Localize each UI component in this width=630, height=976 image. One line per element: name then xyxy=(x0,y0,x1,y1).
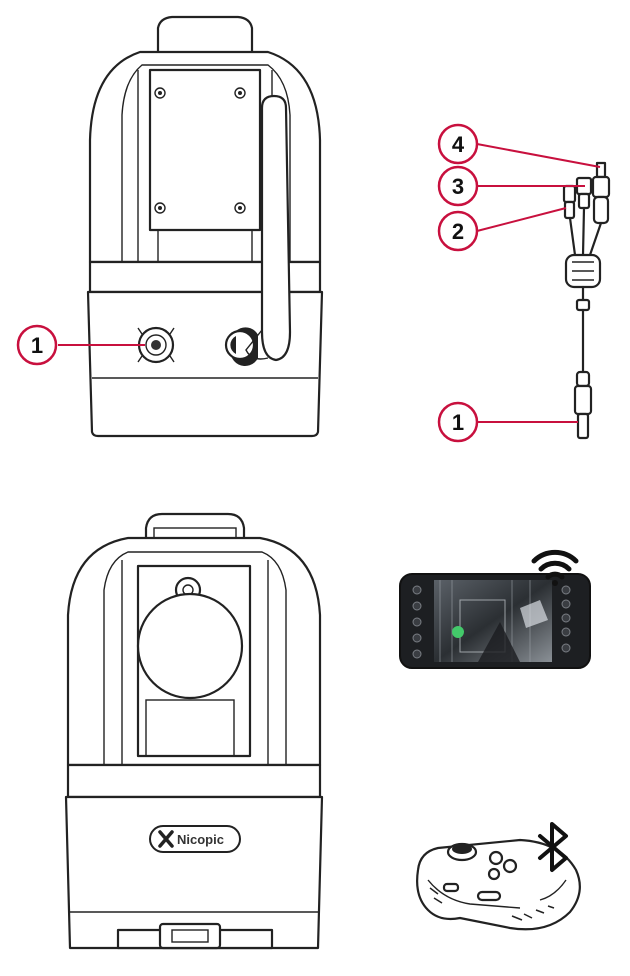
gamepad xyxy=(416,838,581,931)
connector-port xyxy=(137,326,175,364)
bluetooth-icon xyxy=(538,822,568,872)
brand-logo: Nicopic xyxy=(149,825,241,853)
smartphone xyxy=(399,573,591,669)
callout-label: 2 xyxy=(452,219,464,244)
camera-front-view: Nicopic xyxy=(64,512,324,950)
callout-4: 4 xyxy=(437,123,601,168)
callout-label: 1 xyxy=(452,410,464,435)
callout-3: 3 xyxy=(437,165,585,207)
callout-label: 3 xyxy=(452,174,464,199)
brand-logo-text: Nicopic xyxy=(177,832,224,847)
screw-icon xyxy=(154,87,246,214)
callout-2: 2 xyxy=(437,207,567,252)
callout-label: 4 xyxy=(452,132,465,157)
callout-label: 1 xyxy=(31,333,43,358)
antenna xyxy=(224,94,292,367)
cable xyxy=(562,161,611,440)
thumb-highlight xyxy=(452,626,464,638)
camera-rear-view xyxy=(86,15,324,438)
wifi-icon xyxy=(531,549,579,586)
callout-1-camera: 1 xyxy=(16,324,145,366)
callout-1-cable: 1 xyxy=(437,401,578,443)
